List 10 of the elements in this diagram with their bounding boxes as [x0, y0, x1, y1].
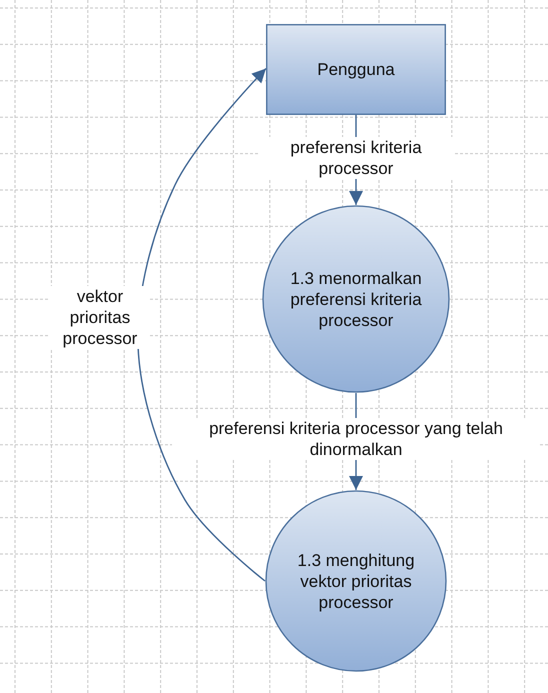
node-label: 1.3 menormalkan preferensi kriteria processor — [289, 268, 423, 330]
node-label: Pengguna — [317, 59, 395, 80]
entity-box — [266, 24, 446, 115]
edge-label: vektor prioritas processor — [50, 286, 150, 349]
arrow — [137, 68, 266, 582]
process-circle — [262, 205, 450, 393]
edge-label: preferensi kriteria processor — [258, 137, 454, 179]
process-circle — [265, 490, 447, 672]
node-label: 1.3 menghitung vektor prioritas processor — [296, 550, 416, 612]
edge-label: preferensi kriteria processor yang telah dinormalkan — [172, 418, 540, 460]
